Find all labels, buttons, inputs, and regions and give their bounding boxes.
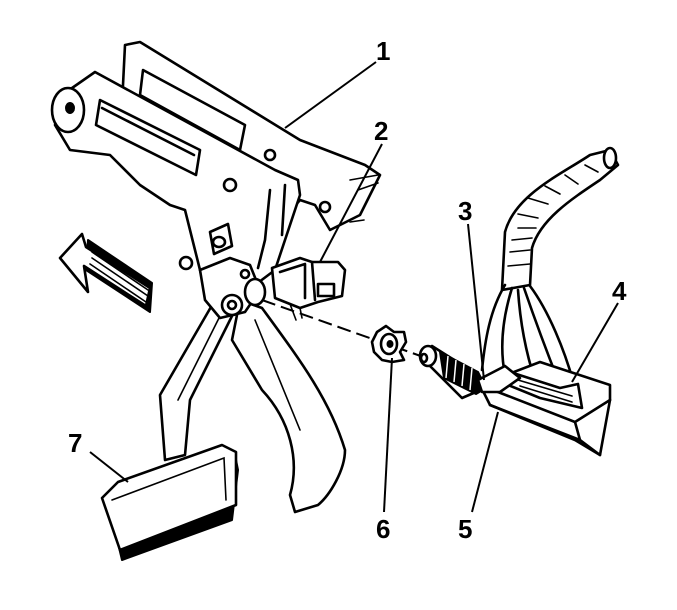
pivot-hub bbox=[198, 256, 267, 320]
direction-arrow bbox=[58, 232, 153, 313]
leader-lines bbox=[89, 61, 619, 513]
callout-7: 7 bbox=[68, 428, 82, 458]
switch-plunger bbox=[418, 344, 522, 400]
callout-6: 6 bbox=[376, 514, 390, 544]
callout-4: 4 bbox=[612, 276, 627, 306]
switch-clip bbox=[370, 324, 408, 364]
pedal-arm bbox=[158, 298, 237, 462]
rear-pedal-arm bbox=[230, 298, 347, 514]
callout-5: 5 bbox=[458, 514, 472, 544]
callout-2: 2 bbox=[374, 116, 388, 146]
brake-switch-body bbox=[478, 360, 612, 457]
switch-retainer bbox=[270, 256, 347, 321]
callout-1: 1 bbox=[376, 36, 390, 66]
wire-harness bbox=[480, 146, 620, 390]
alignment-line bbox=[261, 299, 433, 361]
pedal-bracket bbox=[50, 40, 382, 302]
callout-labels: 1 2 3 4 5 6 7 bbox=[68, 36, 627, 544]
callout-3: 3 bbox=[458, 196, 472, 226]
brake-pedal-pad bbox=[100, 443, 239, 561]
